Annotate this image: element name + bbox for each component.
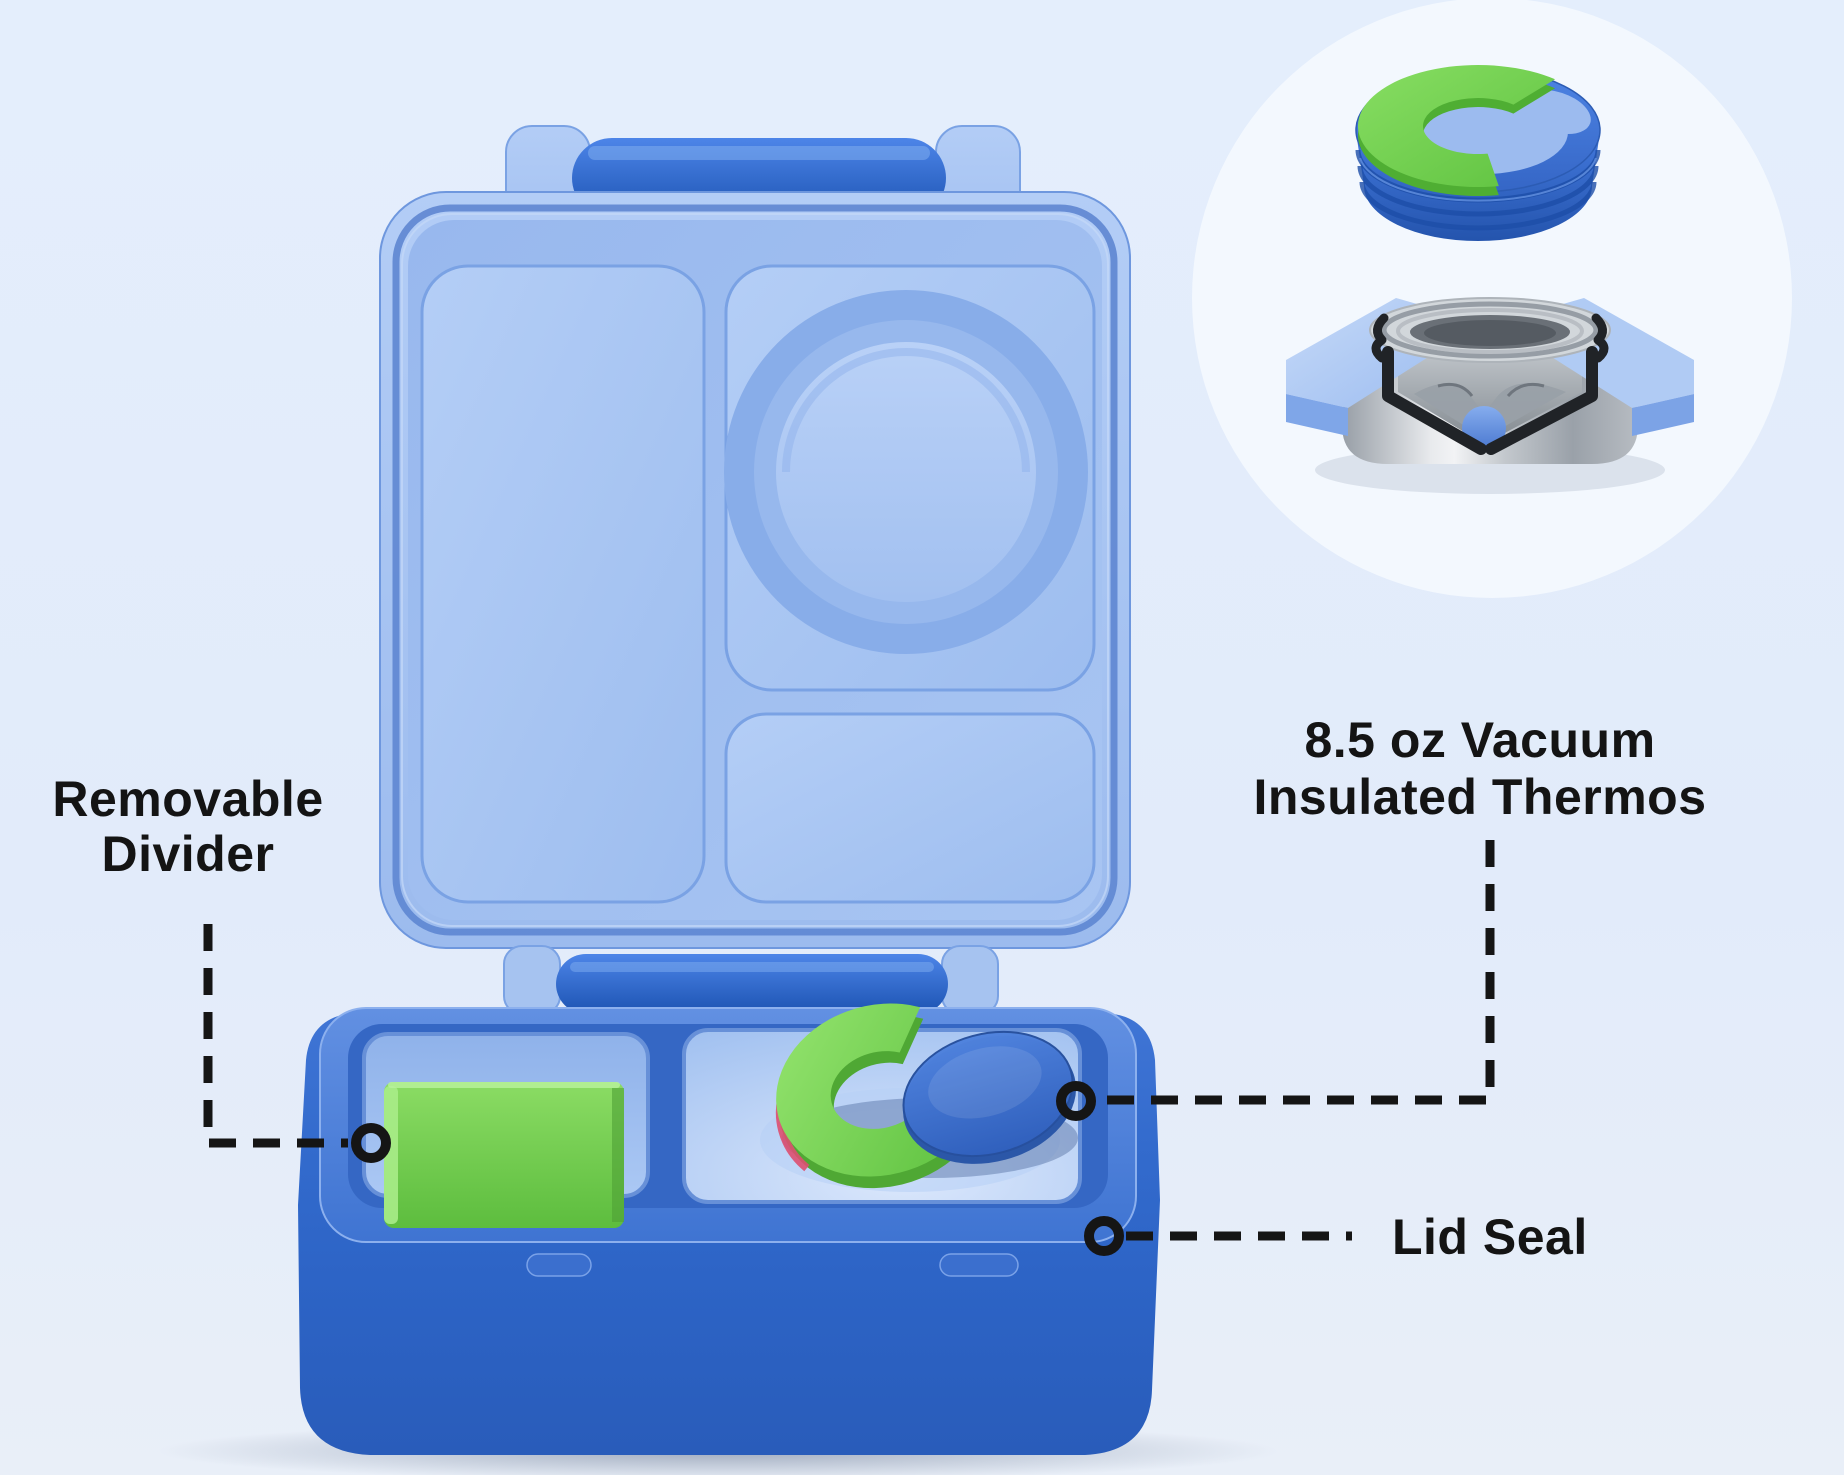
leader-thermos: [1056, 840, 1495, 1121]
green-divider: [384, 1082, 624, 1228]
lid-open: [379, 191, 1131, 949]
green-handle-icon: [1357, 65, 1556, 197]
inset-detail-circle: [1192, 0, 1792, 598]
marker-circle-thermos: [1056, 1081, 1096, 1121]
lid-compartment-bottom-right: [724, 712, 1096, 904]
vacuum-seal-lines-icon: [1371, 313, 1609, 455]
thermos-label-line2: Insulated Thermos: [1253, 769, 1707, 825]
marker-circle-divider: [351, 1123, 391, 1163]
leader-removable-divider: [203, 924, 391, 1163]
removable-divider-line1: Removable: [52, 771, 324, 827]
steel-mouth-icon: [1369, 297, 1611, 363]
callout-leaders: [203, 840, 1495, 1256]
lid-seal-label: Lid Seal: [1392, 1209, 1588, 1265]
lid-thermos-recess: [724, 290, 1088, 654]
middle-hinge: [503, 945, 999, 1015]
marker-circle-lid-seal: [1084, 1216, 1124, 1256]
lunchbox: [158, 125, 1278, 1475]
latch-bump-right: [939, 1253, 1019, 1277]
thermos-label: 8.5 oz Vacuum Insulated Thermos: [1210, 712, 1750, 826]
lid-compartment-left: [420, 264, 706, 904]
thermos-in-base: [760, 1003, 1078, 1192]
base: [298, 1003, 1160, 1455]
removable-divider-line2: Divider: [101, 826, 275, 882]
thermos-label-line1: 8.5 oz Vacuum: [1304, 712, 1656, 768]
thermos-screw-lid-icon: [1355, 65, 1601, 241]
thermos-blue-disc-icon: [902, 1030, 1077, 1164]
leader-lid-seal: [1084, 1216, 1352, 1256]
latch-bump-left: [526, 1253, 592, 1277]
removable-divider-label: Removable Divider: [8, 772, 368, 882]
thermos-cutaway-icon: [1286, 297, 1694, 494]
